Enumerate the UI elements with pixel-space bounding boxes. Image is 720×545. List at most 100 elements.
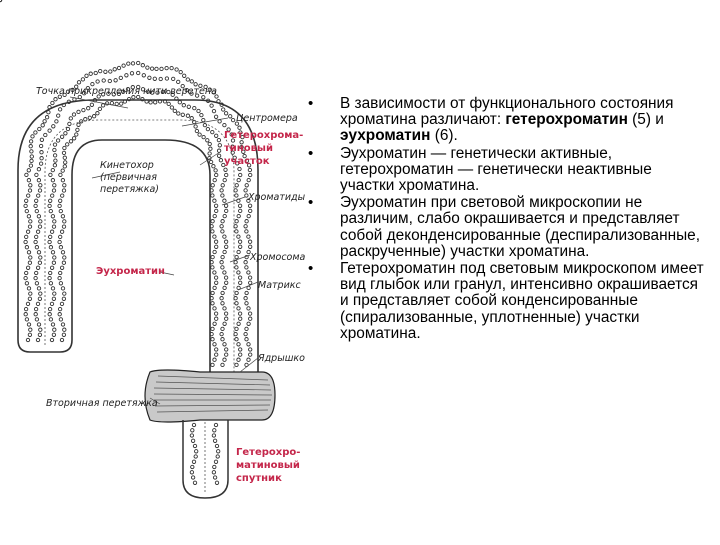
chromatin-granule <box>60 250 66 255</box>
chromatin-granule <box>213 239 219 244</box>
chromatin-granule <box>236 342 241 347</box>
chromatin-granule <box>46 110 51 115</box>
chromatin-granule <box>50 214 56 219</box>
chromatin-granule <box>207 151 212 156</box>
chromatin-granule <box>234 229 239 234</box>
chromatin-granule <box>48 208 53 214</box>
chromatin-granule <box>237 311 243 316</box>
chromatin-granule <box>38 161 44 166</box>
chromatin-granule <box>213 114 219 119</box>
chromatin-granule <box>111 92 116 97</box>
chromatin-granule <box>47 128 52 133</box>
chromatin-granule <box>36 193 41 198</box>
bullet-text: (6). <box>430 127 458 145</box>
chromatin-granule <box>154 66 159 72</box>
chromatin-granule <box>244 229 249 234</box>
chromatin-granule <box>230 138 236 143</box>
chromatin-granule <box>210 254 215 260</box>
chromatin-granule <box>122 99 128 104</box>
chromatin-granule <box>27 332 33 337</box>
chromatin-granule <box>50 286 56 291</box>
chromatin-granule <box>181 103 186 108</box>
chromatin-granule <box>48 281 54 286</box>
chromatin-granule <box>52 327 57 332</box>
nucleolus-striations <box>153 375 273 413</box>
chromatin-granule <box>49 337 55 343</box>
chromatin-granule <box>208 159 214 165</box>
chromatin-granule <box>209 296 214 301</box>
chromatin-granule <box>219 296 224 301</box>
chromatin-granule <box>76 80 82 85</box>
chromatin-granule <box>24 281 30 286</box>
chromatin-granule <box>233 224 238 229</box>
chromatin-granule <box>101 78 106 83</box>
chromatin-granule <box>186 104 191 109</box>
chromatin-granule <box>244 337 249 342</box>
chromatin-granule <box>247 239 253 244</box>
chromatin-granule <box>56 113 61 118</box>
chromatin-granule <box>51 332 57 337</box>
chromatin-granule <box>28 163 34 168</box>
chromatin-granule <box>217 119 222 124</box>
chromatin-granule <box>71 112 77 117</box>
label-secondary-constriction: Вторичная перетяжка <box>46 398 158 409</box>
chromatid-divider <box>44 119 235 378</box>
chromatin-granule <box>223 167 228 172</box>
chromatin-granule <box>212 428 217 433</box>
chromatin-granule <box>38 183 43 188</box>
chromatin-granule <box>236 234 241 239</box>
chromatin-granule <box>50 193 55 198</box>
chromatin-granule <box>52 153 58 158</box>
chromatin-granule <box>234 183 239 188</box>
chromatin-granule <box>136 70 141 76</box>
chromatin-granule <box>51 188 57 193</box>
label-matrix: Матрикс <box>258 280 301 291</box>
chromatin-granule <box>207 87 212 92</box>
chromatin-granule <box>212 321 217 326</box>
bullet-item: •В зависимости от функционального состоя… <box>308 95 708 145</box>
chromatin-granule <box>116 91 122 97</box>
chromatin-granule <box>235 161 240 166</box>
chromatin-granule <box>26 286 32 291</box>
chromatin-granule <box>131 95 136 100</box>
chromatin-granule <box>116 65 122 71</box>
chromatin-granule <box>223 111 229 116</box>
chromatin-granule <box>62 291 67 296</box>
chromatin-granule <box>24 172 29 178</box>
chromatin-granule <box>207 141 212 147</box>
bullet-dot-icon: • <box>308 144 314 162</box>
chromatin-granule <box>59 265 65 270</box>
chromatin-granule <box>216 148 222 153</box>
chromatin-granule <box>246 177 251 183</box>
chromatin-granule <box>34 234 39 240</box>
chromatin-granule <box>62 255 67 260</box>
chromatin-granule <box>28 144 33 149</box>
chromatin-granule <box>66 99 72 104</box>
chromatin-granule <box>108 69 113 74</box>
chromatin-granule <box>238 244 243 249</box>
chromatin-granule <box>121 89 126 94</box>
chromatin-granule <box>220 301 225 306</box>
chromatin-granule <box>164 76 170 81</box>
chromatin-granule <box>246 357 251 362</box>
chromatin-granule <box>224 244 229 249</box>
chromatin-granule <box>238 208 243 214</box>
chromatin-granule <box>222 249 227 255</box>
chromatin-granule <box>53 158 58 163</box>
chromatin-granule <box>230 144 235 149</box>
chromatin-granule <box>222 321 227 326</box>
chromatin-granule <box>244 265 249 270</box>
chromatin-granule <box>86 106 91 111</box>
chromatin-granule <box>220 326 225 332</box>
chromatin-granule <box>220 290 225 296</box>
chromatin-granule <box>236 270 241 275</box>
chromatin-granule <box>241 149 246 154</box>
chromatin-granule <box>221 107 226 112</box>
chromatin-granule <box>23 239 28 245</box>
chromatin-granule <box>222 357 227 362</box>
chromatin-granule <box>244 326 249 332</box>
chromatin-granule <box>60 214 66 219</box>
chromatin-granule <box>160 89 166 95</box>
chromatin-granule <box>24 245 30 250</box>
chromatin-granule <box>61 150 67 156</box>
